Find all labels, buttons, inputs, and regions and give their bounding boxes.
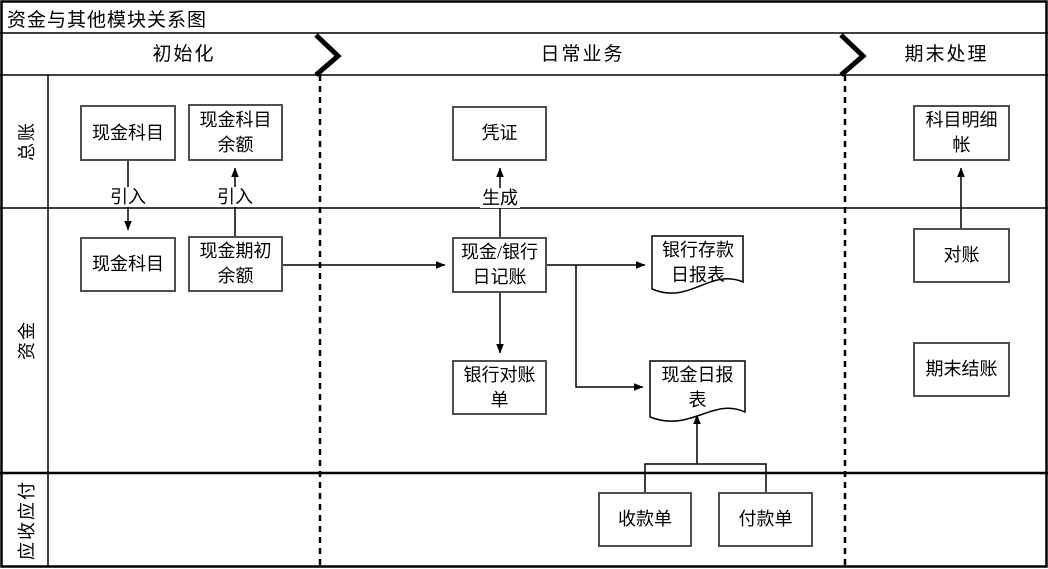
edge-label-import-1: 引入	[108, 187, 148, 207]
node-bank-statement: 银行对账 单	[452, 360, 547, 415]
diagram-title: 资金与其他模块关系图	[7, 10, 208, 31]
node-cash-daily-report-shape	[649, 360, 746, 422]
edge-notes-junction	[644, 463, 767, 492]
node-bank-deposit-daily-report-shape	[651, 235, 744, 294]
node-reconciliation: 对账	[913, 228, 1010, 283]
lane-label-general-ledger: 总账	[17, 121, 37, 161]
node-gl-cash-subject-balance: 现金科目 余额	[188, 104, 283, 161]
node-period-end-closing: 期末结账	[913, 342, 1010, 397]
edge-label-import-2: 引入	[215, 187, 255, 207]
phase-chevron-1	[314, 33, 342, 77]
phase-header-initialization: 初始化	[152, 44, 216, 65]
edge-journal-to-cash-report	[575, 265, 644, 391]
node-cash-opening-balance: 现金期初 余额	[188, 236, 283, 292]
edge-label-generate: 生成	[480, 188, 520, 208]
node-payment-note: 付款单	[718, 492, 813, 547]
phase-header-period-end: 期末处理	[904, 44, 989, 65]
node-receipt-note: 收款单	[598, 492, 692, 547]
node-cash-bank-journal: 现金/银行 日记账	[452, 237, 547, 293]
phase-header-daily-business: 日常业务	[540, 44, 625, 65]
node-cash-daily-report: 现金日报 表	[661, 365, 734, 410]
phase-chevron-2	[839, 33, 867, 77]
node-gl-cash-subject: 现金科目	[80, 105, 176, 161]
lane-label-ar-ap: 应收应付	[17, 480, 37, 560]
node-voucher: 凭证	[452, 106, 547, 161]
node-fund-cash-subject: 现金科目	[80, 237, 176, 292]
node-subject-detail-ledger: 科目明细 帐	[913, 105, 1010, 161]
node-bank-deposit-daily-report: 银行存款 日报表	[662, 240, 734, 285]
lane-label-funds: 资金	[17, 320, 37, 360]
